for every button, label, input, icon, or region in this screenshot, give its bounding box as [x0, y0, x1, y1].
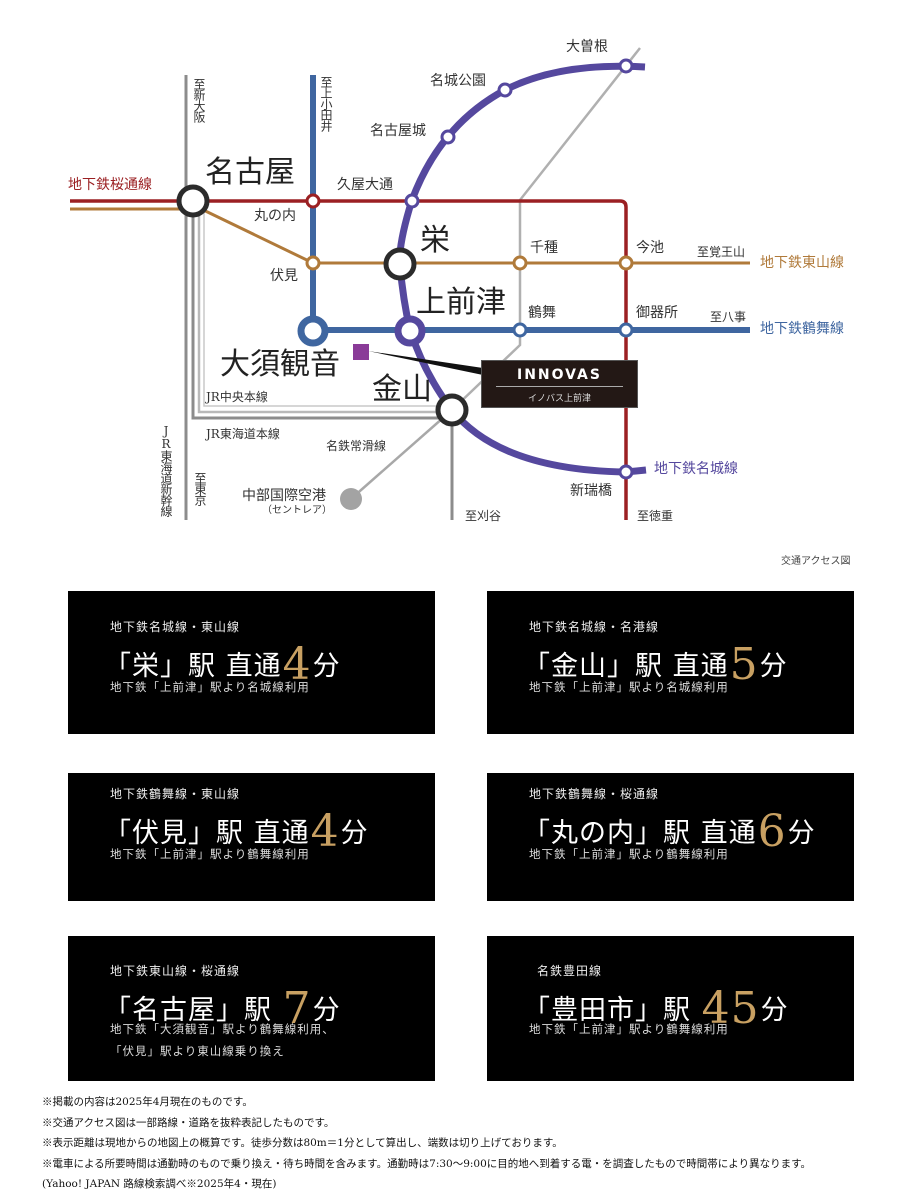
- card-note: 地下鉄「上前津」駅より鶴舞線利用: [529, 1022, 729, 1036]
- access-map: 至新大阪 至上小田井 JR東海道新幹線 至東京 地下鉄桜通線 地下鉄東山線 地下…: [0, 0, 898, 567]
- direction-kariya: 至刈谷: [465, 509, 502, 523]
- card-station: 「名古屋」駅: [104, 995, 272, 1026]
- card-lines: 地下鉄名城線・名港線: [529, 620, 660, 634]
- property-marker: [353, 344, 369, 360]
- station-tsurumai: 鶴舞: [528, 305, 556, 321]
- label-tsurumai-line: 地下鉄鶴舞線: [760, 321, 844, 337]
- card-station: 「豊田市」駅: [523, 995, 691, 1026]
- card-direct: 直通: [225, 651, 282, 682]
- access-card-kanayama: 地下鉄名城線・名港線 「金山」駅 直通5分 地下鉄「上前津」駅より名城線利用: [487, 591, 854, 734]
- direction-kami-otai: 至上小田井: [319, 76, 333, 131]
- card-headline: 「名古屋」駅 7分: [104, 983, 341, 1034]
- card-lines: 地下鉄鶴舞線・桜通線: [529, 787, 660, 801]
- property-subname: イノバス上前津: [527, 394, 591, 404]
- direction-yagoto: 至八事: [710, 310, 747, 324]
- station-meijo-koen: 名城公園: [430, 73, 486, 89]
- card-direct: 直通: [253, 818, 310, 849]
- footnote: (Yahoo! JAPAN 路線検索調べ※2025年4・現在): [42, 1178, 277, 1190]
- label-jr-chuo: JR中央本線: [206, 390, 268, 404]
- card-station: 「栄」駅: [104, 651, 216, 682]
- card-headline: 「伏見」駅 直通4分: [104, 806, 369, 857]
- station-fushimi: 伏見: [270, 268, 298, 284]
- card-headline: 「金山」駅 直通5分: [523, 639, 788, 690]
- label-jr-tokaido: JR東海道本線: [206, 427, 280, 441]
- card-lines: 地下鉄名城線・東山線: [110, 620, 241, 634]
- card-unit: 分: [760, 995, 789, 1026]
- card-direct: 直通: [700, 818, 757, 849]
- card-headline: 「豊田市」駅 45分: [523, 983, 789, 1034]
- card-lines: 地下鉄鶴舞線・東山線: [110, 787, 241, 801]
- access-card-fushimi: 地下鉄鶴舞線・東山線 「伏見」駅 直通4分 地下鉄「上前津」駅より鶴舞線利用: [68, 773, 435, 901]
- property-name: INNOVAS: [517, 367, 602, 383]
- sakura-dori-line: [70, 199, 628, 520]
- property-divider: [496, 386, 623, 387]
- map-caption: 交通アクセス図: [781, 556, 851, 567]
- footnote: ※表示距離は現地からの地図上の概算です。徒歩分数は80m＝1分として算出し、端数…: [42, 1137, 563, 1149]
- card-station: 「金山」駅: [523, 651, 663, 682]
- airport-sub: （セントレア）: [262, 505, 332, 516]
- station-imaike: 今池: [636, 240, 664, 256]
- station-sakae: 栄: [420, 223, 450, 258]
- card-minutes: 6: [757, 806, 787, 857]
- station-nagoyajo: 名古屋城: [370, 123, 426, 139]
- card-note: 地下鉄「上前津」駅より鶴舞線利用: [110, 847, 310, 861]
- card-minutes: 45: [701, 983, 760, 1034]
- direction-tokushige: 至徳重: [637, 509, 674, 523]
- access-card-marunouchi: 地下鉄鶴舞線・桜通線 「丸の内」駅 直通6分 地下鉄「上前津」駅より鶴舞線利用: [487, 773, 854, 901]
- direction-kakuozan: 至覚王山: [697, 245, 746, 259]
- station-osu-kannon: 大須観音: [220, 347, 340, 382]
- card-headline: 「栄」駅 直通4分: [104, 639, 341, 690]
- airport-name: 中部国際空港: [242, 488, 326, 504]
- footnote: ※掲載の内容は2025年4月現在のものです。: [42, 1096, 253, 1108]
- direction-tokyo: 至東京: [193, 472, 207, 505]
- card-unit: 分: [312, 995, 341, 1026]
- station-aratamabashi: 新瑞橋: [570, 483, 612, 499]
- footnotes: ※掲載の内容は2025年4月現在のものです。 ※交通アクセス図は一部路線・道路を…: [42, 1092, 811, 1195]
- direction-shin-osaka: 至新大阪: [192, 78, 206, 122]
- card-station: 「丸の内」駅: [523, 818, 691, 849]
- card-minutes: 5: [729, 639, 759, 690]
- card-headline: 「丸の内」駅 直通6分: [523, 806, 816, 857]
- footnote: ※交通アクセス図は一部路線・道路を抜粋表記したものです。: [42, 1116, 335, 1129]
- station-marunouchi: 丸の内: [254, 208, 296, 224]
- property-pointer: [368, 351, 483, 375]
- card-lines: 名鉄豊田線: [537, 964, 603, 978]
- label-jr-shinkansen: JR東海道新幹線: [159, 424, 173, 516]
- card-unit: 分: [787, 818, 816, 849]
- access-card-nagoya: 地下鉄東山線・桜通線 「名古屋」駅 7分 地下鉄「大須観音」駅より鶴舞線利用、 …: [68, 936, 435, 1081]
- card-lines: 地下鉄東山線・桜通線: [110, 964, 241, 978]
- card-station: 「伏見」駅: [104, 818, 244, 849]
- card-note: 地下鉄「大須観音」駅より鶴舞線利用、: [110, 1022, 335, 1036]
- access-card-sakae: 地下鉄名城線・東山線 「栄」駅 直通4分 地下鉄「上前津」駅より名城線利用: [68, 591, 435, 734]
- meitetsu-line: [351, 409, 453, 499]
- station-kamimaezu: 上前津: [416, 285, 506, 320]
- station-ozone: 大曽根: [566, 39, 608, 55]
- card-note: 地下鉄「上前津」駅より鶴舞線利用: [529, 847, 729, 861]
- station-kanayama: 金山: [372, 372, 432, 407]
- card-note-2: 「伏見」駅より東山線乗り換え: [110, 1044, 285, 1058]
- label-meijo-line: 地下鉄名城線: [654, 461, 738, 477]
- station-hisaya-odori: 久屋大通: [337, 177, 393, 193]
- card-minutes: 4: [282, 639, 312, 690]
- card-note: 地下鉄「上前津」駅より名城線利用: [110, 680, 310, 694]
- station-nagoya: 名古屋: [205, 155, 295, 190]
- airport-marker: [340, 488, 362, 510]
- card-minutes: 7: [282, 983, 312, 1034]
- label-higashiyama-line: 地下鉄東山線: [760, 255, 844, 271]
- card-direct: 直通: [672, 651, 729, 682]
- card-minutes: 4: [310, 806, 340, 857]
- card-unit: 分: [340, 818, 369, 849]
- label-meitetsu-tokoname: 名鉄常滑線: [326, 439, 387, 453]
- card-note: 地下鉄「上前津」駅より名城線利用: [529, 680, 729, 694]
- footnote: ※電車による所要時間は通勤時のもので乗り換え・待ち時間を含みます。通勤時は7:3…: [42, 1157, 812, 1170]
- station-gokiso: 御器所: [636, 305, 678, 321]
- jr-lines: [184, 47, 641, 520]
- property-badge: INNOVAS イノバス上前津: [481, 360, 638, 408]
- station-chikusa: 千種: [530, 240, 558, 256]
- label-sakura-dori-line: 地下鉄桜通線: [68, 177, 152, 193]
- access-card-toyotashi: 名鉄豊田線 「豊田市」駅 45分 地下鉄「上前津」駅より鶴舞線利用: [487, 936, 854, 1081]
- card-unit: 分: [312, 651, 341, 682]
- card-unit: 分: [759, 651, 788, 682]
